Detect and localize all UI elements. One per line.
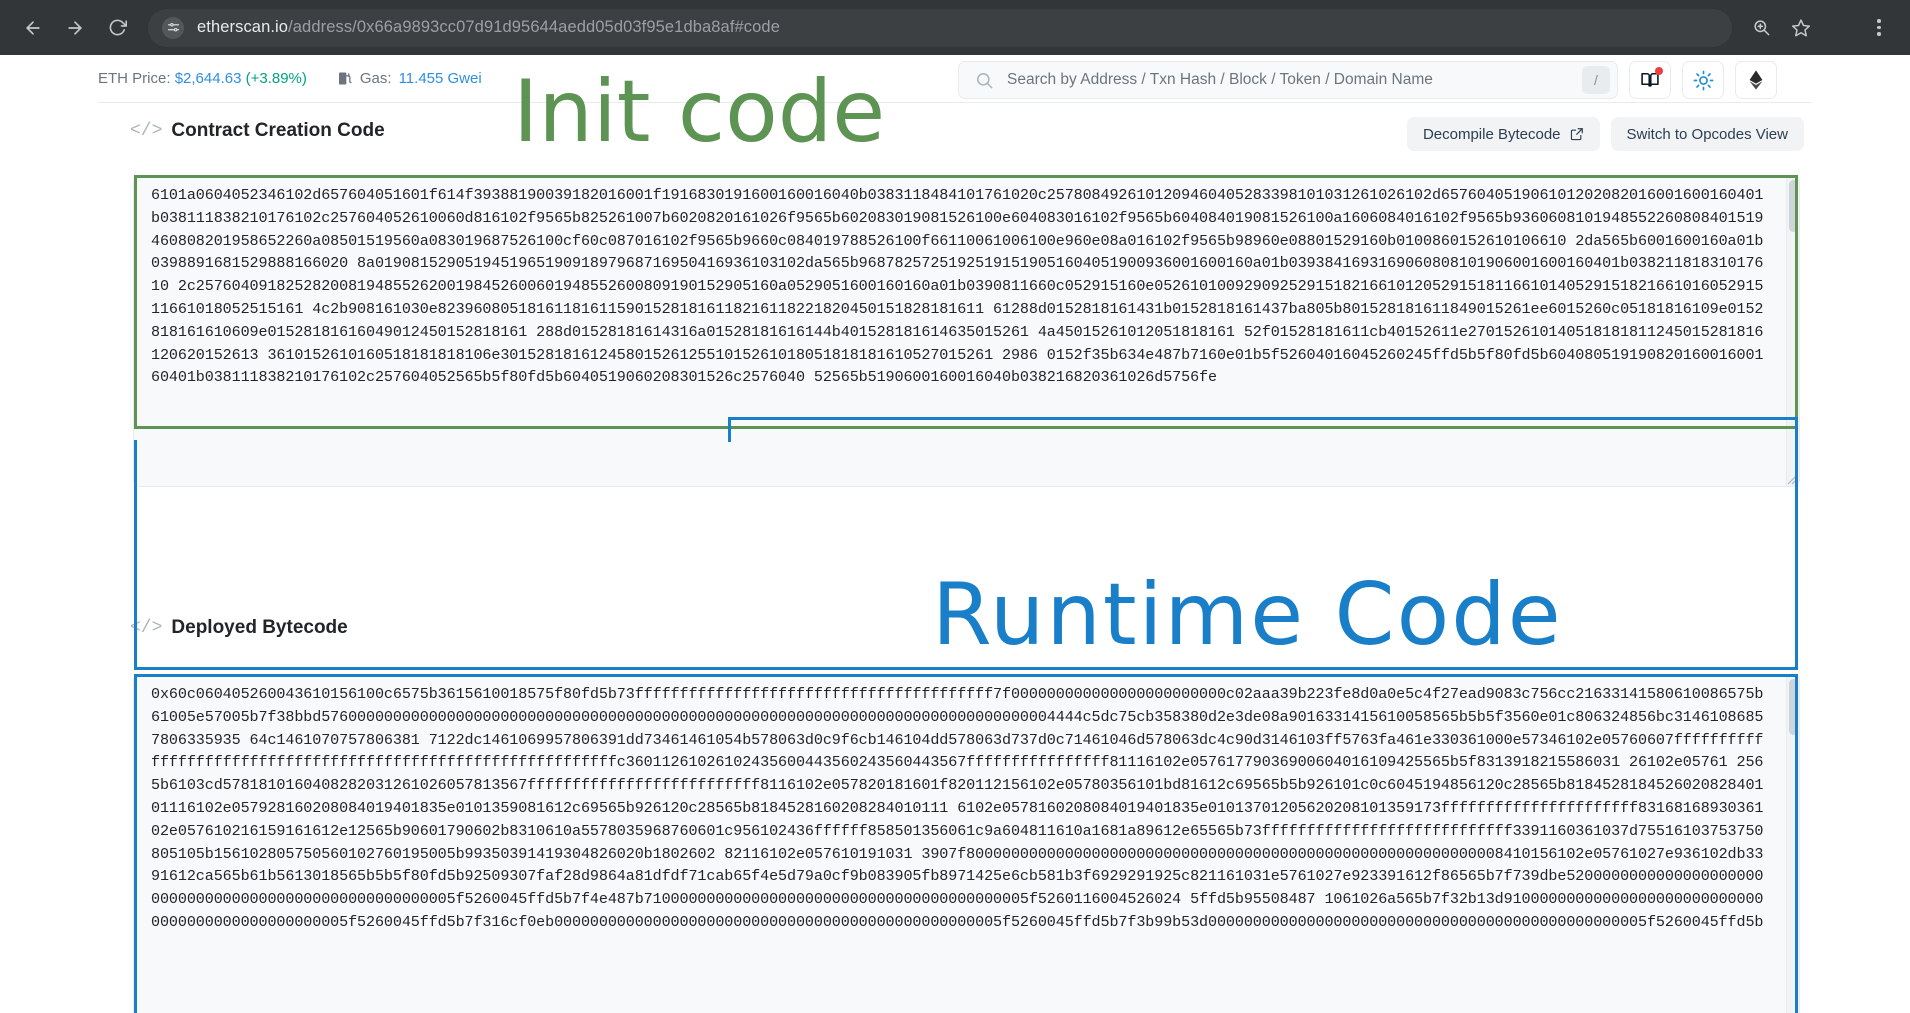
zoom-in-icon xyxy=(1753,20,1769,36)
magnifier-icon xyxy=(975,71,994,90)
kebab-dot xyxy=(1877,25,1881,30)
creation-resize-handle[interactable] xyxy=(1782,469,1798,485)
search-input[interactable]: Search by Address / Txn Hash / Block / T… xyxy=(958,61,1618,99)
deployed-bytecode-title: Deployed Bytecode xyxy=(171,617,348,638)
top-divider xyxy=(98,102,1812,103)
forward-button[interactable] xyxy=(56,9,94,47)
search-placeholder: Search by Address / Txn Hash / Block / T… xyxy=(1007,71,1433,88)
section-header-deployed: </> Deployed Bytecode xyxy=(130,617,348,639)
section-header-creation: </> Contract Creation Code xyxy=(130,120,385,142)
zoom-in-button[interactable] xyxy=(1744,11,1778,45)
network-switch-button[interactable] xyxy=(1735,61,1777,99)
creation-scroll-thumb[interactable] xyxy=(1789,180,1798,232)
switch-opcodes-label: Switch to Opcodes View xyxy=(1626,125,1788,143)
sun-icon xyxy=(1693,70,1713,90)
book-icon xyxy=(1641,72,1659,87)
eth-price-label: ETH Price: xyxy=(98,70,171,87)
deployed-scrollbar[interactable] xyxy=(1786,675,1799,1013)
decompile-bytecode-label: Decompile Bytecode xyxy=(1422,125,1561,143)
notification-badge xyxy=(1655,67,1663,75)
etherscan-topbar: ETH Price: $2,644.63 (+3.89%) Gas: 11.45… xyxy=(0,55,1910,102)
forward-arrow-icon xyxy=(68,20,82,35)
creation-scrollbar[interactable] xyxy=(1786,176,1799,486)
bookmark-button[interactable] xyxy=(1784,11,1818,45)
gas-pump-icon xyxy=(337,70,353,87)
creation-actions: Decompile Bytecode Switch to Opcodes Vie… xyxy=(1406,117,1804,151)
ethereum-diamond-icon xyxy=(1749,70,1763,90)
star-icon xyxy=(1791,18,1811,36)
url-path: /address/0x66a9893cc07d91d95644aedd05d03… xyxy=(288,18,780,36)
runtime-code-annotation-label: Runtime Code xyxy=(932,565,1563,665)
browser-actions xyxy=(1744,11,1896,45)
url-host: etherscan.io xyxy=(197,18,289,36)
gas-value: 11.455 Gwei xyxy=(398,70,482,87)
deployed-code-textarea[interactable]: 0x60c060405260043610156100c6575b36156100… xyxy=(133,674,1800,1013)
theme-toggle-button[interactable] xyxy=(1682,61,1724,99)
kebab-dot xyxy=(1877,32,1881,36)
external-link-icon xyxy=(1570,128,1583,141)
kebab-dot xyxy=(1877,19,1881,23)
gas-tracker[interactable]: Gas: 11.455 Gwei xyxy=(337,70,482,87)
book-button[interactable] xyxy=(1629,61,1671,99)
page-title: Contract Creation Code xyxy=(171,120,385,141)
code-brackets-icon: </> xyxy=(130,121,163,141)
site-settings-icon[interactable] xyxy=(162,16,184,39)
address-bar[interactable]: etherscan.io/address/0x66a9893cc07d91d95… xyxy=(148,8,1732,47)
back-button[interactable] xyxy=(14,9,52,47)
browser-toolbar: etherscan.io/address/0x66a9893cc07d91d95… xyxy=(0,0,1910,55)
creation-code-text[interactable]: 6101a0604052346102d657604051601f614f3938… xyxy=(151,186,1764,387)
gas-label: Gas: xyxy=(359,70,392,87)
decompile-bytecode-button[interactable]: Decompile Bytecode xyxy=(1406,117,1600,151)
creation-code-textarea[interactable]: 6101a0604052346102d657604051601f614f3938… xyxy=(133,175,1800,487)
back-arrow-icon xyxy=(26,20,40,35)
deployed-code-text[interactable]: 0x60c060405260043610156100c6575b36156100… xyxy=(151,685,1764,931)
switch-to-opcodes-view-button[interactable]: Switch to Opcodes View xyxy=(1610,117,1804,151)
eth-price-value[interactable]: $2,644.63 xyxy=(174,70,242,87)
url-text: etherscan.io/address/0x66a9893cc07d91d95… xyxy=(197,18,780,37)
eth-price-change: (+3.89%) xyxy=(245,70,307,87)
page-content: </> Contract Creation Code Decompile Byt… xyxy=(0,62,1910,1013)
sliders-icon xyxy=(167,22,179,32)
slash-shortcut-key: / xyxy=(1582,66,1610,94)
eth-price: ETH Price: $2,644.63 (+3.89%) xyxy=(98,70,307,87)
search-area: Search by Address / Txn Hash / Block / T… xyxy=(958,61,1777,99)
code-brackets-icon: </> xyxy=(130,618,163,638)
deployed-scroll-thumb[interactable] xyxy=(1789,679,1798,735)
reload-button[interactable] xyxy=(98,9,136,47)
browser-menu-button[interactable] xyxy=(1862,11,1896,45)
reload-icon xyxy=(109,19,127,36)
